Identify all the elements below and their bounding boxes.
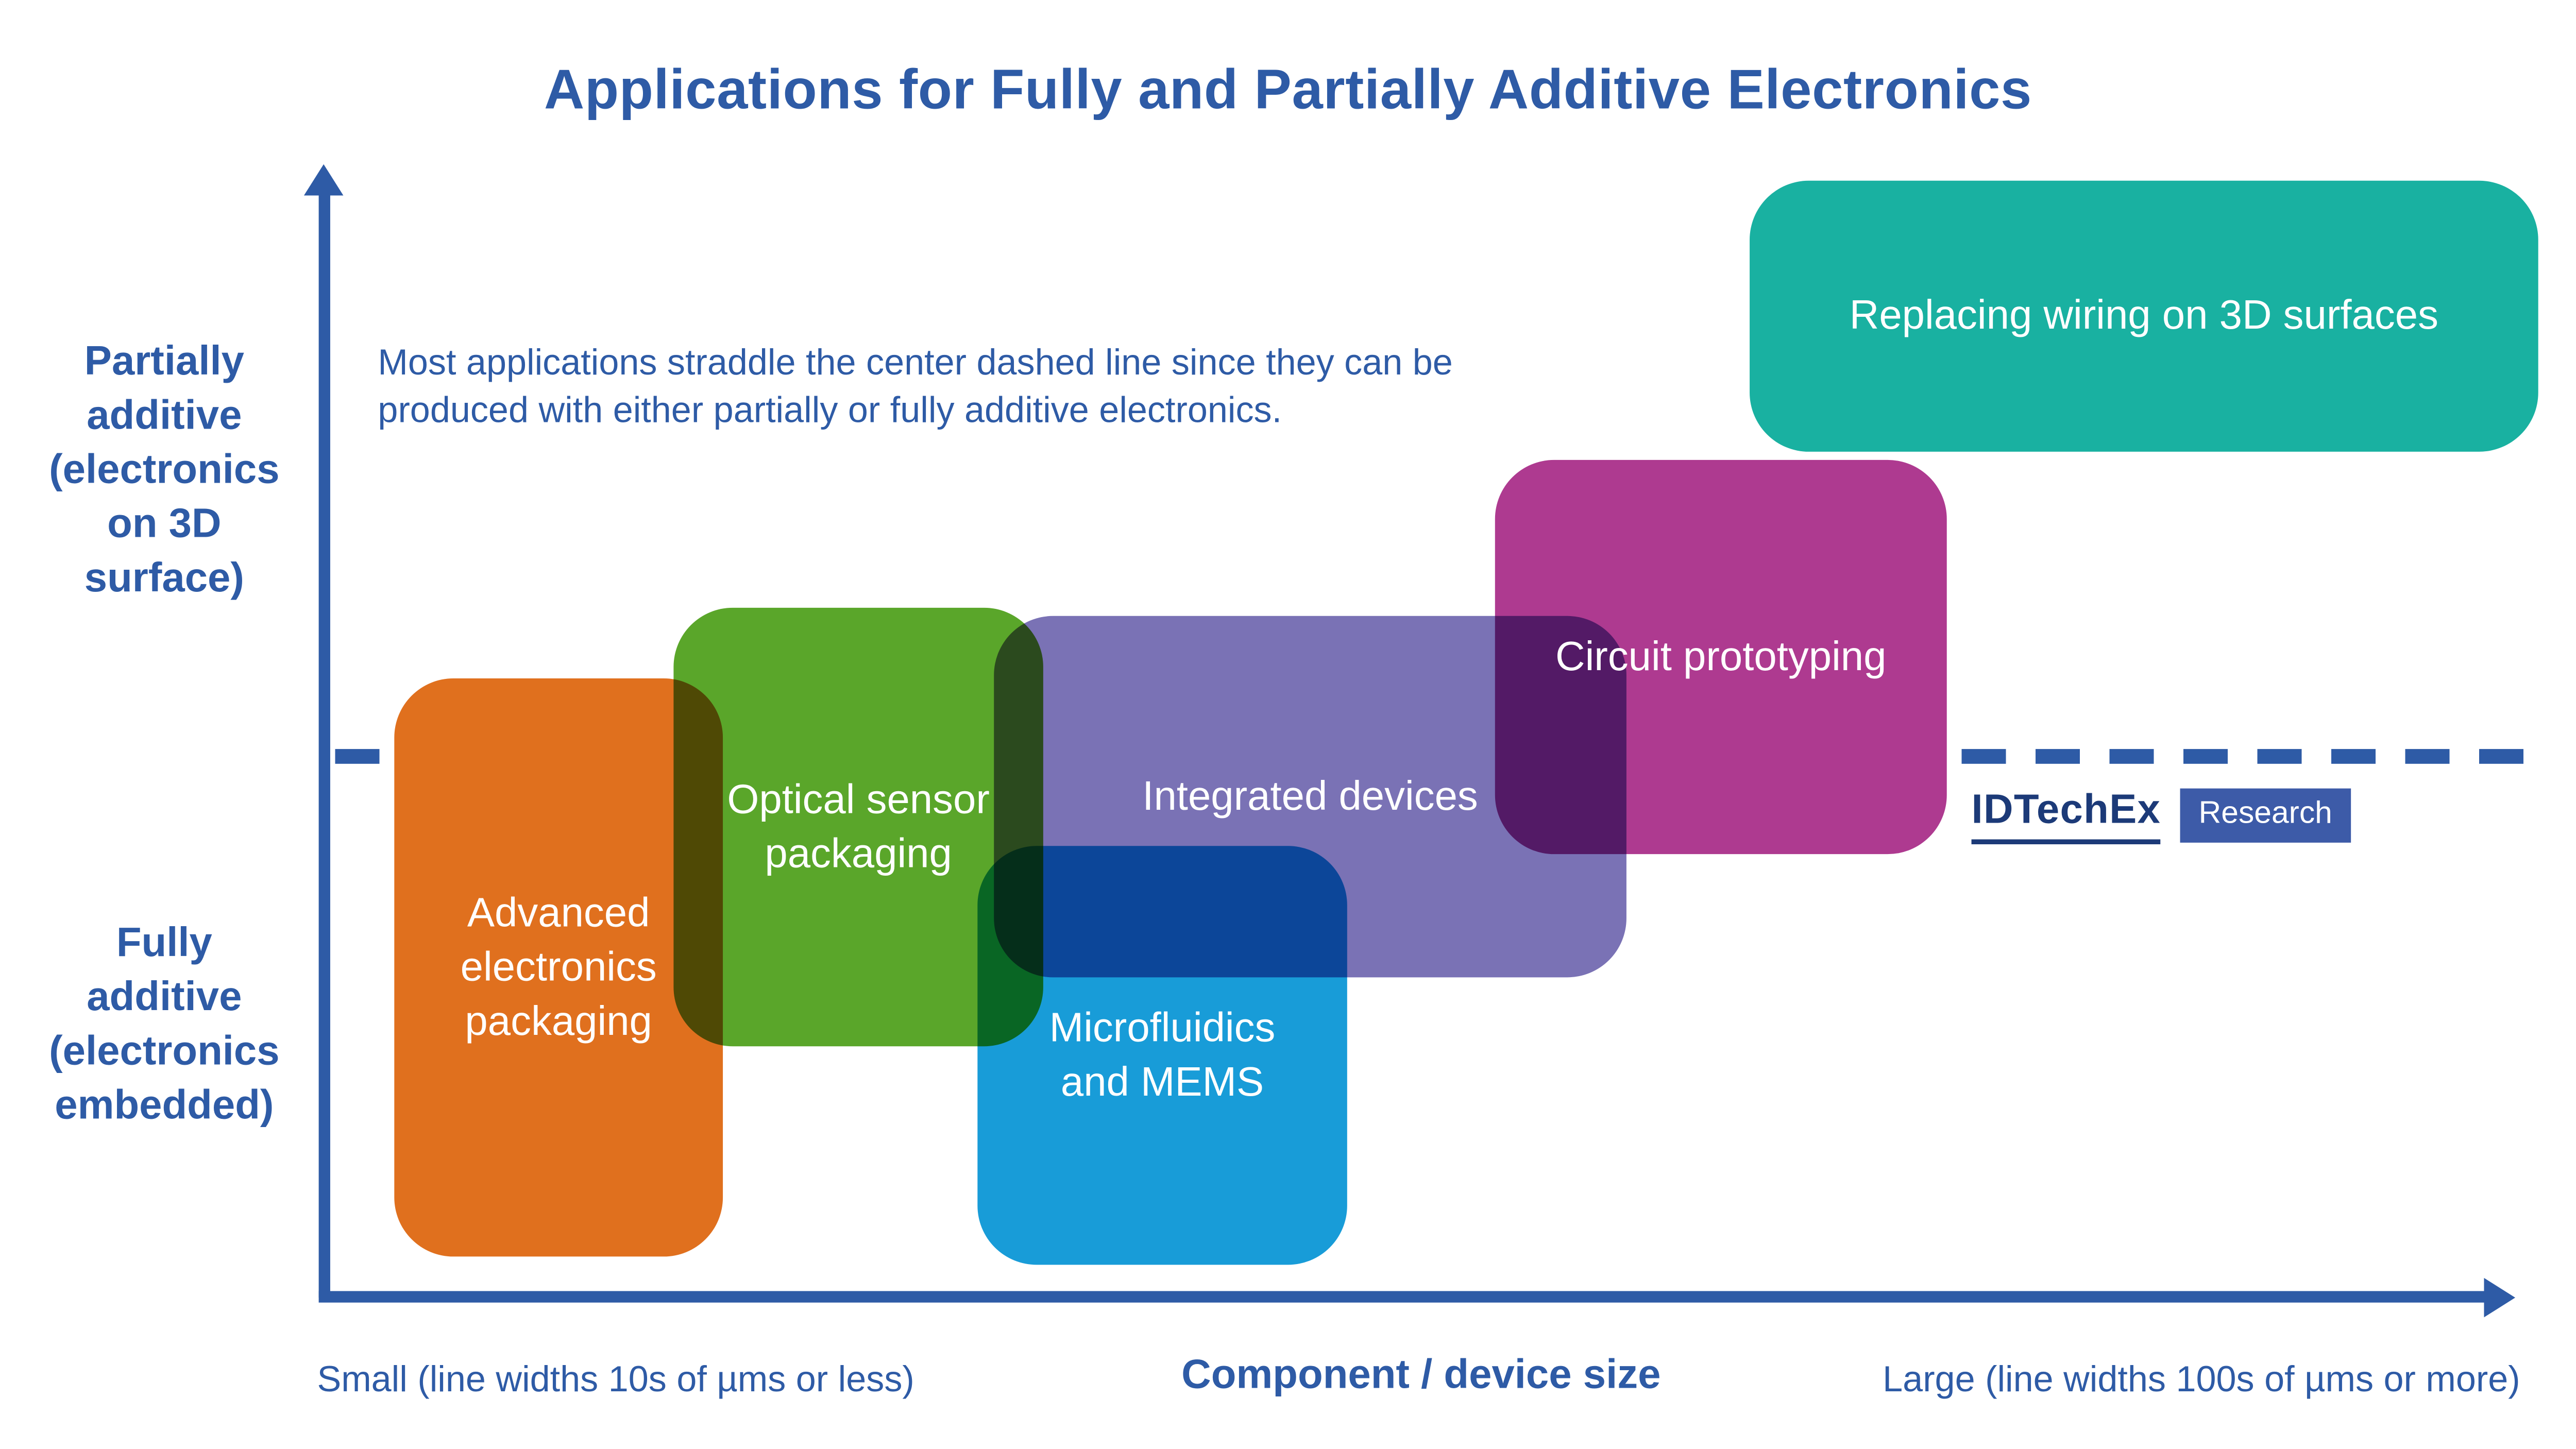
y-axis-label-fully-additive: Fully additive (electronics embedded) — [49, 919, 280, 1129]
y-axis-label-partially-additive: Partially additive (electronics on 3D su… — [49, 338, 280, 602]
annotation-text: Most applications straddle the center da… — [378, 342, 1453, 431]
box-microfluidics-and-mems — [977, 846, 1347, 1265]
x-axis-label-large: Large (line widths 100s of µms or more) — [1883, 1358, 2520, 1400]
x-axis-line — [318, 1291, 2487, 1303]
page-title: Applications for Fully and Partially Add… — [544, 59, 2032, 122]
box-replacing-wiring-on-3d-surfaces — [1750, 180, 2538, 452]
x-axis-label-component-device-size: Component / device size — [1181, 1352, 1661, 1398]
arrow-right-icon — [2484, 1277, 2516, 1318]
arrow-up-icon — [303, 164, 344, 196]
y-axis-line — [318, 190, 330, 1298]
x-axis-label-small: Small (line widths 10s of µms or less) — [317, 1358, 914, 1400]
idtechex-brand-text: IDTechEx — [1971, 787, 2161, 845]
idtechex-research-badge: Research — [2180, 788, 2350, 843]
box-advanced-electronics-packaging — [394, 678, 723, 1257]
idtechex-logo: IDTechEx Research — [1971, 787, 2350, 845]
box-circuit-prototyping — [1495, 459, 1947, 855]
